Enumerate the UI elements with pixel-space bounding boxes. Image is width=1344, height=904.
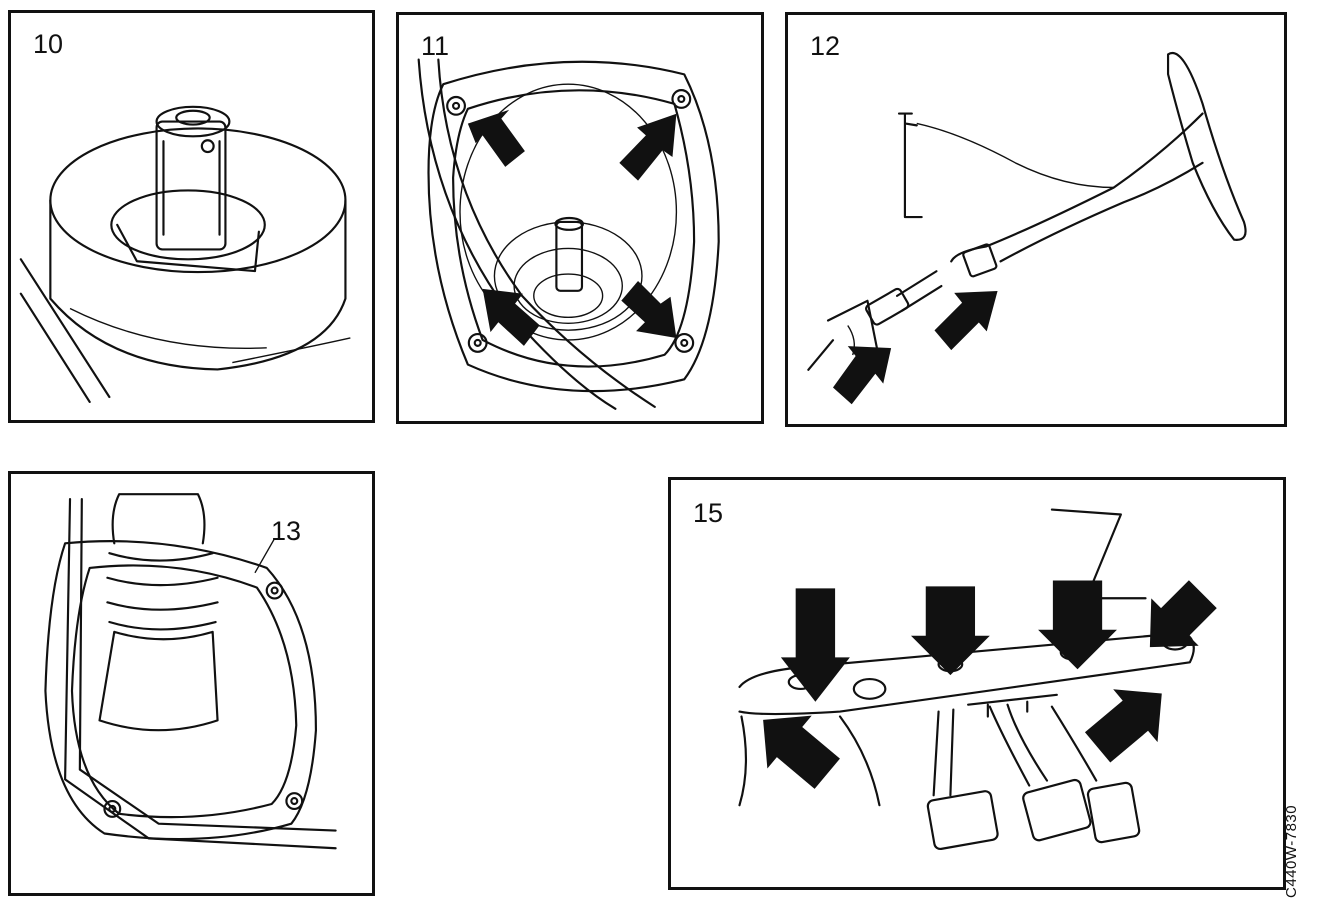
steering-column-mounting-illustration — [417, 58, 720, 410]
panel-number: 11 — [421, 31, 450, 61]
figure-code-text: C440W-7830 — [1283, 804, 1300, 898]
panel-12: 12 — [785, 12, 1287, 427]
gear-lever-boot-illustration — [44, 493, 337, 850]
panel-10: 10 — [8, 10, 375, 423]
panel-15: 15 — [668, 477, 1286, 890]
callout-13: 13 — [271, 516, 302, 546]
steering-column-shaft-joint-illustration — [807, 52, 1247, 405]
panel-number: 12 — [810, 31, 841, 61]
figure-code: C440W-7830 — [1280, 748, 1306, 898]
panel-number: 10 — [33, 29, 64, 59]
panel-11: 11 — [396, 12, 764, 424]
steering-shaft-illustration — [19, 105, 351, 404]
panel-number: 15 — [693, 498, 724, 528]
panel-13: 13 — [8, 471, 375, 896]
pedal-box-mounting-illustration — [738, 508, 1217, 851]
